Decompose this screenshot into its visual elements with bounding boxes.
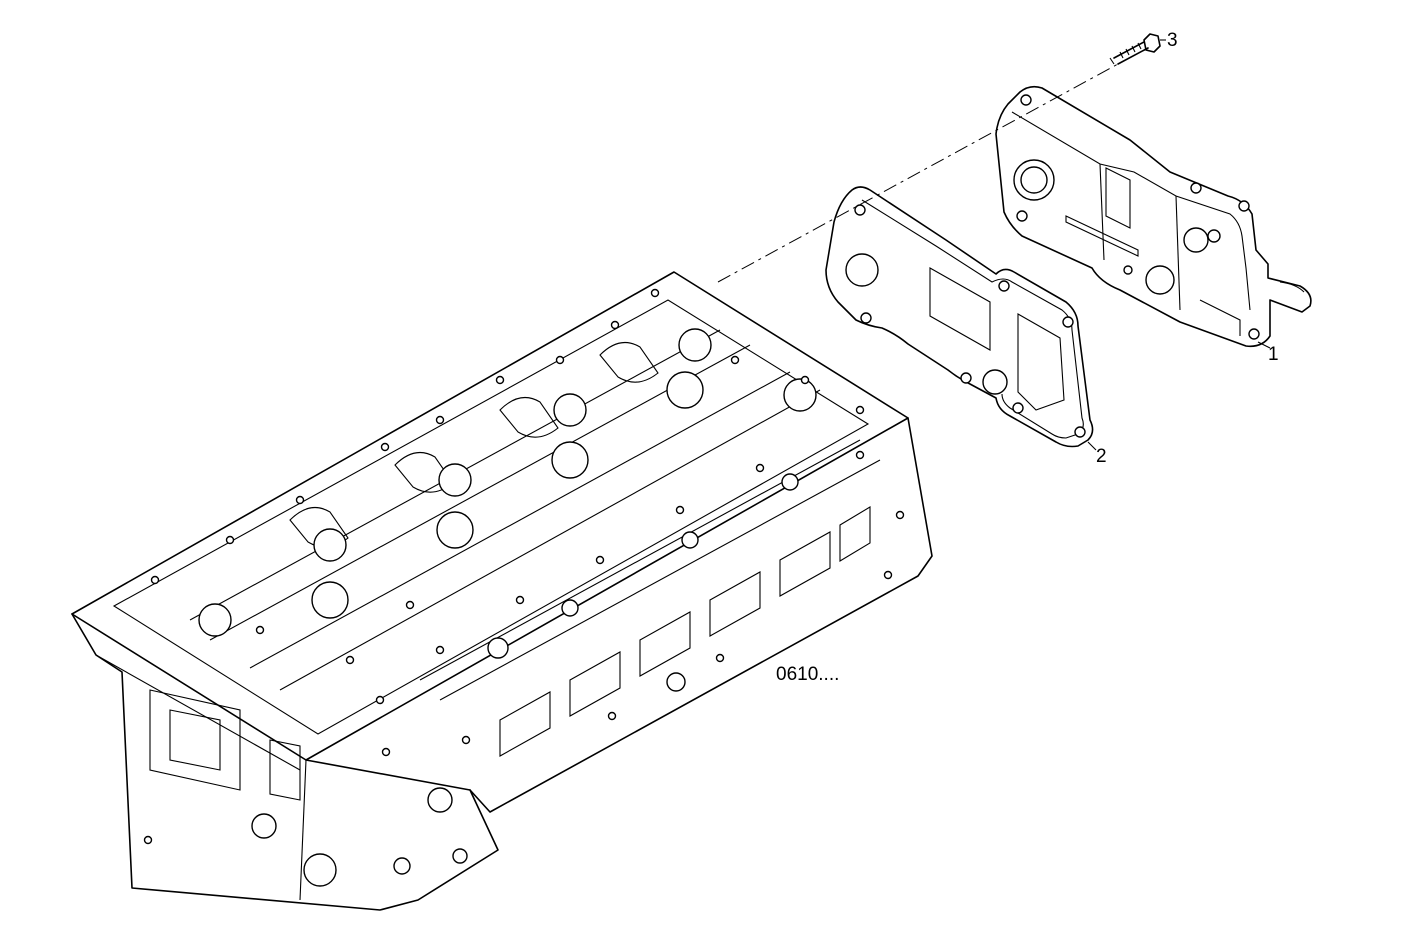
- leader-2: [1087, 441, 1097, 451]
- leader-1: [1257, 341, 1271, 349]
- callout-2: 2: [1096, 446, 1107, 467]
- callout-3: 3: [1167, 30, 1178, 51]
- reference-code: 0610....: [776, 664, 840, 685]
- callout-1: 1: [1268, 344, 1279, 365]
- cover-housing: [995, 85, 1312, 348]
- cylinder-head: [71, 271, 933, 911]
- gasket: [825, 186, 1094, 448]
- assembly-axis-line: [717, 63, 1119, 283]
- bolt: [1109, 33, 1161, 65]
